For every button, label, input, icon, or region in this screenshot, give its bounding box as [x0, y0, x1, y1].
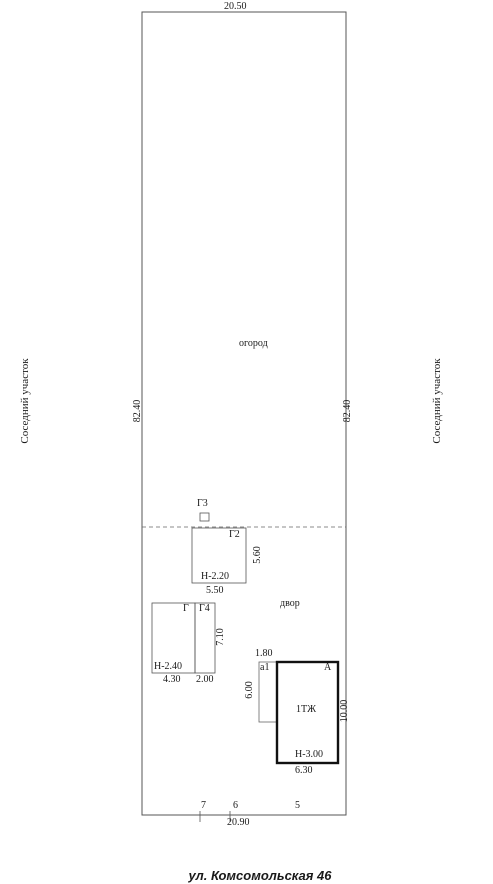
outbuilding-g-label: Г	[183, 603, 189, 614]
plot-right-length: 82.40	[342, 399, 353, 423]
zone-garden-label: огород	[239, 338, 268, 349]
outbuilding-g2-height: Н-2.20	[201, 571, 230, 582]
outbuilding-g2-depth: 5.60	[252, 546, 263, 564]
outbuilding-g3-label: Г3	[197, 498, 208, 509]
house-floors-label: 1ТЖ	[296, 704, 317, 715]
neighbor-left-label: Соседний участок	[19, 358, 31, 444]
outbuilding-g3	[199, 512, 210, 522]
house-annex-depth: 6.00	[244, 681, 255, 699]
plot-boundary	[141, 11, 347, 816]
house-height: Н-3.00	[295, 749, 324, 760]
plot-top-length: 20.50	[224, 1, 247, 12]
outbuilding-g2-label: Г2	[229, 529, 240, 540]
plot-bottom-segment-5: 5	[295, 800, 300, 811]
house-width: 6.30	[295, 765, 313, 776]
house-main-a	[275, 660, 340, 765]
outbuilding-g4-label: Г4	[199, 603, 210, 614]
house-main-label: А	[324, 662, 332, 673]
plot-left-length: 82.40	[132, 399, 143, 423]
house-depth: 10.00	[339, 699, 350, 723]
street-address: ул. Комсомольская 46	[188, 868, 332, 883]
outbuilding-g4	[194, 602, 216, 674]
outbuilding-g-width: 4.30	[163, 674, 181, 685]
plot-bottom-segment-7: 7	[201, 800, 206, 811]
house-annex-label: а1	[260, 662, 270, 673]
outbuilding-g2-width: 5.50	[206, 585, 224, 596]
house-annex-width: 1.80	[255, 648, 273, 659]
zone-yard-label: двор	[280, 598, 300, 609]
plot-bottom-length: 20.90	[227, 817, 250, 828]
plot-bottom-segment-6: 6	[233, 800, 238, 811]
outbuilding-g4-width: 2.00	[196, 674, 214, 685]
neighbor-right-label: Соседний участок	[431, 358, 443, 444]
outbuilding-g4-depth: 7.10	[215, 628, 226, 646]
outbuilding-g2	[191, 527, 247, 584]
outbuilding-g-height: Н-2.40	[154, 661, 183, 672]
